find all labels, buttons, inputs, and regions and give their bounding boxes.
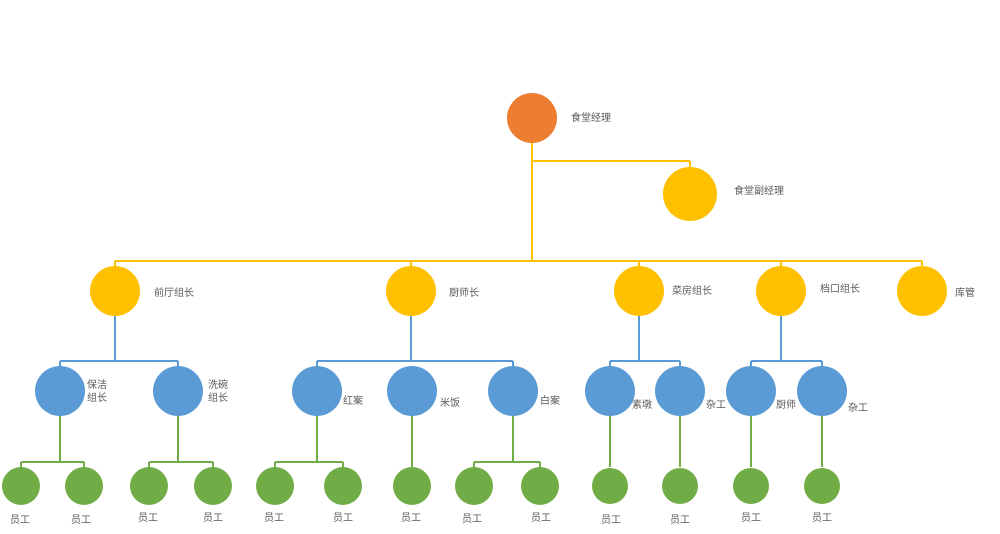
staff-node: [194, 467, 232, 505]
misc2-label: 杂工: [848, 402, 868, 414]
staff-label: 员工: [203, 512, 223, 524]
store-keeper-label: 库管: [955, 286, 975, 299]
misc1-node: [655, 366, 705, 416]
veg-leader-node: [614, 266, 664, 316]
steam-label: 素墩: [632, 398, 652, 411]
staff-label: 员工: [401, 512, 421, 524]
cleaning-leader-node: [35, 366, 85, 416]
deputy-label: 食堂副经理: [734, 184, 784, 197]
staff-label: 员工: [264, 512, 284, 524]
staff-node: [804, 468, 840, 504]
staff-label: 员工: [71, 514, 91, 526]
white-label: 白案: [540, 394, 560, 407]
stall-leader-node: [756, 266, 806, 316]
manager-node: [507, 93, 557, 143]
veg-leader-label: 菜房组长: [672, 284, 712, 297]
cleaning-leader-label-1: 保洁: [87, 378, 107, 391]
connectors-low: [20, 415, 823, 468]
cook-node: [726, 366, 776, 416]
steam-node: [585, 366, 635, 416]
staff-node: [592, 468, 628, 504]
staff-node: [455, 467, 493, 505]
dish-leader-node: [153, 366, 203, 416]
misc2-node: [797, 366, 847, 416]
front-leader-node: [90, 266, 140, 316]
connectors-mid: [59, 316, 823, 367]
staff-label: 员工: [741, 512, 761, 524]
cook-label: 厨师: [776, 398, 796, 411]
deputy-node: [663, 167, 717, 221]
staff-label: 员工: [462, 513, 482, 525]
staff-label: 员工: [670, 514, 690, 526]
staff-node: [733, 468, 769, 504]
staff-label: 员工: [531, 512, 551, 524]
staff-label: 员工: [333, 512, 353, 524]
red-label: 红案: [343, 394, 363, 407]
cleaning-leader-label-2: 组长: [87, 391, 107, 404]
staff-node: [65, 467, 103, 505]
staff-node: [130, 467, 168, 505]
red-node: [292, 366, 342, 416]
staff-node: [256, 467, 294, 505]
chef-node: [386, 266, 436, 316]
misc1-label: 杂工: [706, 399, 726, 411]
staff-label: 员工: [812, 512, 832, 524]
dish-leader-label-2: 组长: [208, 391, 228, 404]
front-leader-label: 前厅组长: [154, 286, 194, 299]
dish-leader-label-1: 洗碗: [208, 378, 228, 391]
manager-label: 食堂经理: [571, 111, 611, 124]
chef-label: 厨师长: [449, 286, 479, 299]
rice-node: [387, 366, 437, 416]
staff-node: [324, 467, 362, 505]
white-node: [488, 366, 538, 416]
staff-node: [662, 468, 698, 504]
staff-node: [521, 467, 559, 505]
connectors-top: [114, 143, 923, 266]
rice-label: 米饭: [440, 396, 460, 409]
staff-label: 员工: [601, 514, 621, 526]
staff-label: 员工: [138, 512, 158, 524]
store-keeper-node: [897, 266, 947, 316]
stall-leader-label: 档口组长: [820, 282, 860, 295]
staff-node: [2, 467, 40, 505]
staff-label: 员工: [10, 514, 30, 526]
staff-node: [393, 467, 431, 505]
